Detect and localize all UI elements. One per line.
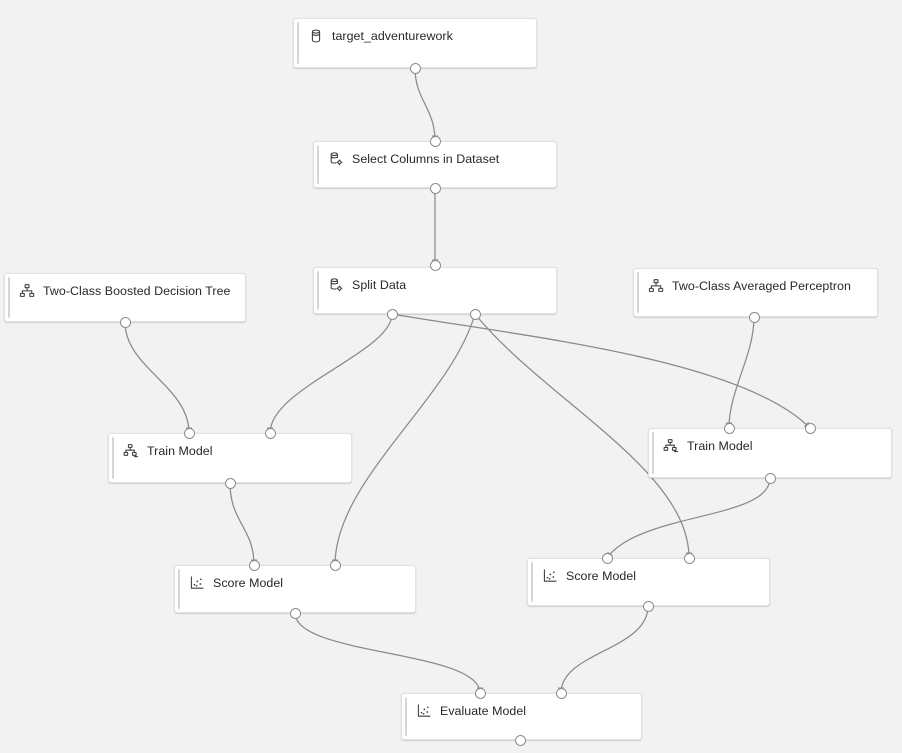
hierarchy-icon bbox=[648, 278, 664, 294]
node-accent-bar bbox=[112, 437, 114, 479]
train-model-icon bbox=[123, 443, 139, 459]
dataset-gear-icon bbox=[328, 151, 344, 167]
port-out-dataset-0[interactable] bbox=[409, 62, 421, 74]
port-in-score_model_right-0[interactable] bbox=[601, 552, 613, 564]
node-accent-bar bbox=[297, 22, 299, 64]
node-boosted_tree[interactable]: Two-Class Boosted Decision Tree bbox=[4, 273, 246, 322]
node-accent-bar bbox=[405, 697, 407, 736]
edge-train_model_left.out0-to-score_model_left.in0[interactable] bbox=[229, 482, 258, 566]
hierarchy-icon bbox=[19, 283, 35, 299]
node-accent-bar bbox=[317, 271, 319, 310]
node-accent-bar bbox=[8, 277, 10, 318]
port-in-split_data-0[interactable] bbox=[429, 259, 441, 271]
edge-boosted_tree.out0-to-train_model_left.in0[interactable] bbox=[124, 321, 193, 434]
node-label: Score Model bbox=[566, 569, 637, 583]
node-label: Split Data bbox=[352, 278, 407, 292]
port-in-train_model_left-1[interactable] bbox=[264, 427, 276, 439]
port-out-boosted_tree-0[interactable] bbox=[119, 316, 131, 328]
node-label: Train Model bbox=[147, 444, 213, 458]
port-out-score_model_left-0[interactable] bbox=[289, 607, 301, 619]
node-dataset[interactable]: target_adventurework bbox=[293, 18, 537, 68]
node-score_model_right[interactable]: Score Model bbox=[527, 558, 770, 606]
edge-score_model_right.out0-to-evaluate_model.in1[interactable] bbox=[557, 605, 649, 694]
scatter-plot-icon bbox=[189, 575, 205, 591]
port-in-evaluate_model-0[interactable] bbox=[474, 687, 486, 699]
database-icon bbox=[308, 28, 324, 44]
node-label: target_adventurework bbox=[332, 29, 453, 43]
edge-split_data.out0-to-train_model_right.in1[interactable] bbox=[391, 313, 811, 429]
node-accent-bar bbox=[531, 562, 533, 602]
node-select_columns[interactable]: Select Columns in Dataset bbox=[313, 141, 557, 188]
node-split_data[interactable]: Split Data bbox=[313, 267, 557, 314]
node-evaluate_model[interactable]: Evaluate Model bbox=[401, 693, 642, 740]
port-in-select_columns-0[interactable] bbox=[429, 135, 441, 147]
node-accent-bar bbox=[178, 569, 180, 609]
node-accent-bar bbox=[317, 145, 319, 184]
dataset-gear-icon bbox=[328, 277, 344, 293]
node-label: Two-Class Averaged Perceptron bbox=[672, 279, 851, 293]
node-accent-bar bbox=[637, 272, 639, 313]
port-in-evaluate_model-1[interactable] bbox=[555, 687, 567, 699]
port-out-split_data-1[interactable] bbox=[469, 308, 481, 320]
port-out-score_model_right-0[interactable] bbox=[642, 600, 654, 612]
port-out-averaged_perceptron-0[interactable] bbox=[748, 311, 760, 323]
node-train_model_left[interactable]: Train Model bbox=[108, 433, 352, 483]
edge-dataset.out0-to-select_columns.in0[interactable] bbox=[414, 67, 439, 142]
node-averaged_perceptron[interactable]: Two-Class Averaged Perceptron bbox=[633, 268, 878, 317]
edge-split_data.out0-to-train_model_left.in1[interactable] bbox=[266, 313, 393, 434]
port-in-train_model_right-1[interactable] bbox=[804, 422, 816, 434]
port-in-score_model_left-0[interactable] bbox=[248, 559, 260, 571]
port-out-train_model_right-0[interactable] bbox=[764, 472, 776, 484]
port-out-evaluate_model-0[interactable] bbox=[514, 734, 526, 746]
edge-split_data.out1-to-score_model_left.in1[interactable] bbox=[331, 313, 476, 566]
node-train_model_right[interactable]: Train Model bbox=[648, 428, 892, 478]
node-label: Select Columns in Dataset bbox=[352, 152, 500, 166]
port-out-select_columns-0[interactable] bbox=[429, 182, 441, 194]
node-label: Train Model bbox=[687, 439, 753, 453]
port-in-train_model_left-0[interactable] bbox=[183, 427, 195, 439]
node-label: Score Model bbox=[213, 576, 284, 590]
edge-score_model_left.out0-to-evaluate_model.in0[interactable] bbox=[294, 612, 484, 694]
train-model-icon bbox=[663, 438, 679, 454]
edge-averaged_perceptron.out0-to-train_model_right.in0[interactable] bbox=[725, 316, 755, 429]
node-label: Two-Class Boosted Decision Tree bbox=[43, 284, 231, 298]
edge-train_model_right.out0-to-score_model_right.in0[interactable] bbox=[606, 477, 771, 559]
port-in-score_model_left-1[interactable] bbox=[329, 559, 341, 571]
scatter-plot-icon bbox=[416, 703, 432, 719]
port-in-score_model_right-1[interactable] bbox=[683, 552, 695, 564]
port-out-split_data-0[interactable] bbox=[386, 308, 398, 320]
scatter-plot-icon bbox=[542, 568, 558, 584]
port-in-train_model_right-0[interactable] bbox=[723, 422, 735, 434]
port-out-train_model_left-0[interactable] bbox=[224, 477, 236, 489]
node-score_model_left[interactable]: Score Model bbox=[174, 565, 416, 613]
node-label: Evaluate Model bbox=[440, 704, 527, 718]
node-accent-bar bbox=[652, 432, 654, 474]
